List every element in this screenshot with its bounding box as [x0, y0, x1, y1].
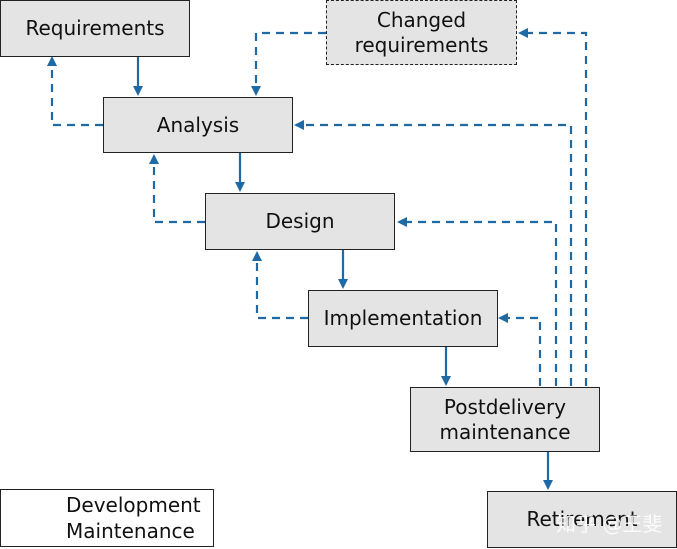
analysis-box: Analysis: [103, 97, 293, 153]
changed-requirements-box: Changed requirements: [326, 0, 517, 65]
maint-arrow-postdelivery-implementation: [498, 313, 542, 386]
maint-arrow-postdelivery-changed: [518, 28, 588, 386]
maint-arrow-design-analysis: [149, 154, 205, 224]
requirements-label: Requirements: [25, 16, 165, 40]
design-box: Design: [205, 193, 395, 250]
maint-arrow-postdelivery-design: [397, 217, 558, 386]
maint-arrow-postdelivery-analysis: [294, 120, 573, 386]
changed-requirements-label-line2: requirements: [354, 32, 489, 57]
maint-arrow-implementation-design: [252, 251, 308, 320]
postdelivery-maintenance-box: Postdelivery maintenance: [410, 387, 600, 452]
implementation-box: Implementation: [308, 290, 498, 347]
legend-development-label: Development: [66, 493, 201, 517]
implementation-label: Implementation: [323, 306, 483, 330]
changed-requirements-label-line1: Changed: [376, 7, 467, 32]
legend: [0, 489, 214, 547]
maint-arrow-analysis-requirements: [47, 56, 103, 127]
postdelivery-label-line1: Postdelivery: [443, 394, 567, 419]
legend-maintenance-label: Maintenance: [66, 519, 195, 543]
maint-arrow-changed-analysis: [251, 31, 326, 96]
retirement-label: Retirement: [526, 507, 638, 531]
retirement-box: Retirement: [487, 491, 677, 548]
analysis-label: Analysis: [156, 112, 240, 137]
postdelivery-label-line2: maintenance: [439, 419, 571, 444]
requirements-box: Requirements: [0, 0, 190, 57]
design-label: Design: [265, 209, 335, 233]
watermark: 知乎 @王斐: [556, 512, 663, 536]
